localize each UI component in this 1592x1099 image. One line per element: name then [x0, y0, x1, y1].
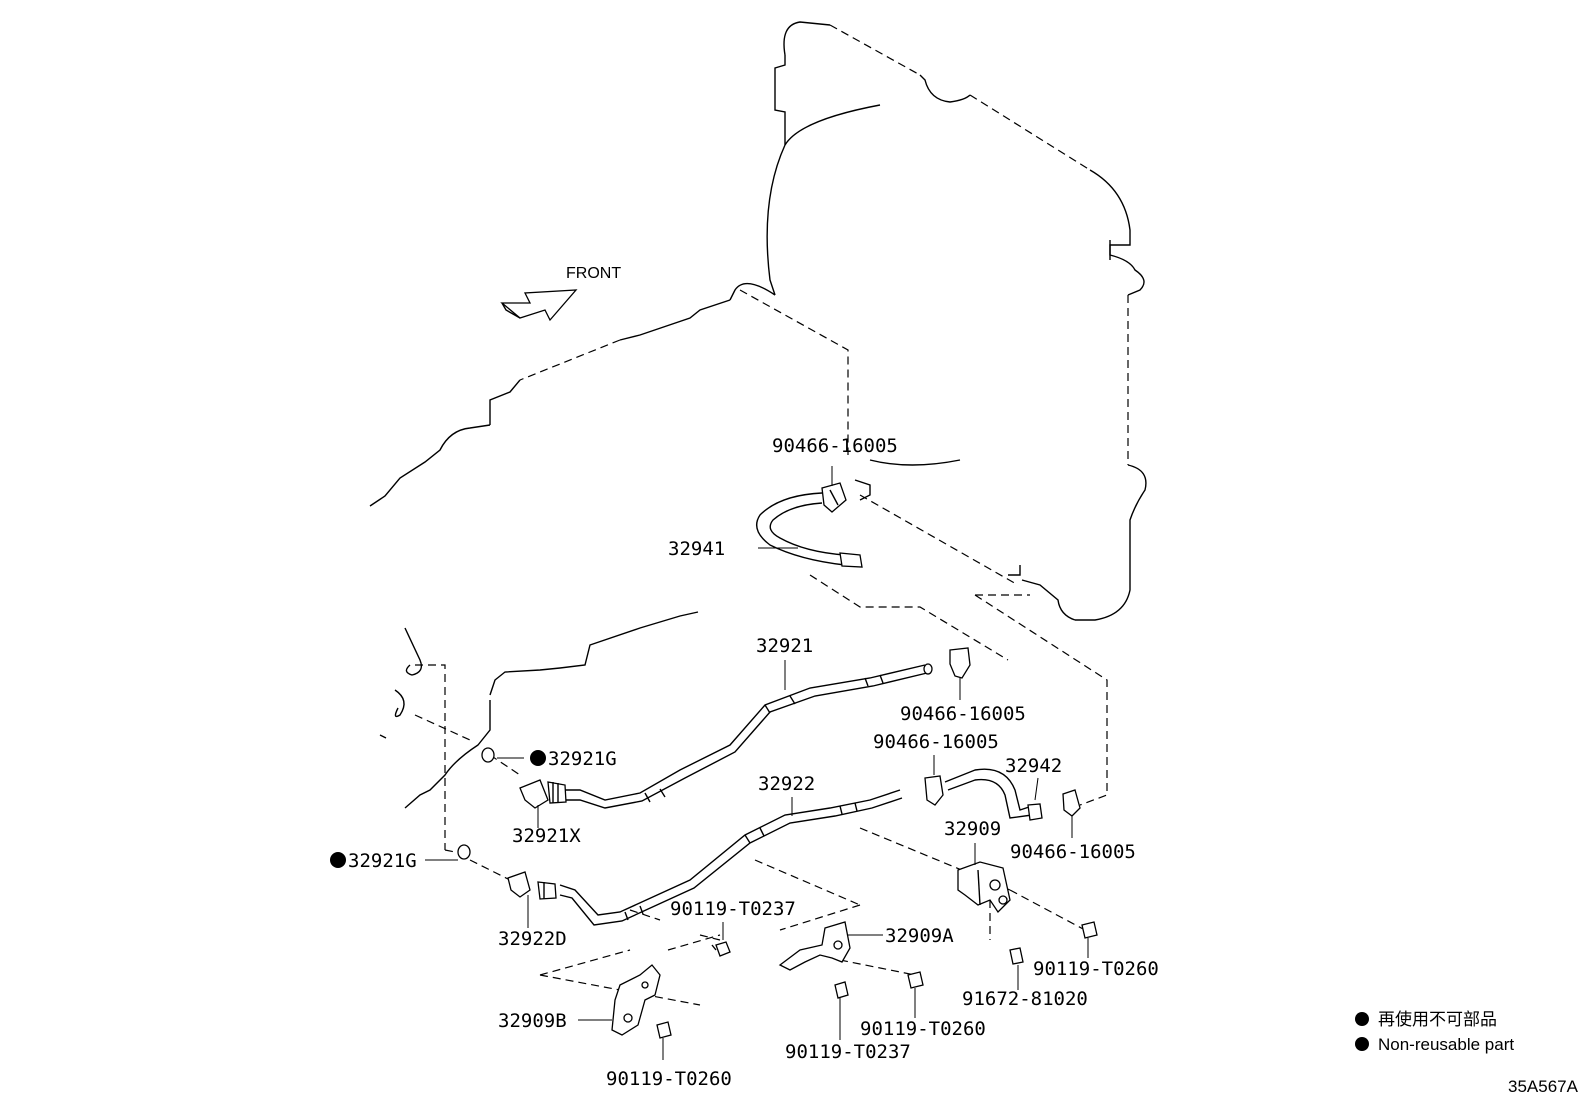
callout-pipe-32921: 32921 — [756, 635, 813, 657]
pipe-32922 — [559, 789, 903, 926]
callout-pipe-32922: 32922 — [758, 773, 815, 795]
gasket-lower — [457, 844, 471, 860]
legend: 再使用不可部品 Non-reusable part — [1355, 1009, 1514, 1054]
bolt-t0237-a-icon — [711, 941, 731, 957]
bolt-t0260-b-icon — [1081, 921, 1098, 939]
callout-bracket-32909: 32909 — [944, 818, 1001, 840]
callout-bracket-32909b: 32909B — [498, 1010, 567, 1032]
callout-leaders — [425, 466, 1089, 1060]
clip-mid — [949, 647, 971, 679]
bracket-32909 — [957, 861, 1011, 914]
callout-hose-32942: 32942 — [1005, 755, 1062, 777]
hose-32941 — [756, 492, 863, 568]
callout-hose-32941: 32941 — [668, 538, 725, 560]
callout-bolt-t0260-a: 90119-T0260 — [860, 1018, 986, 1040]
bracket-32909b — [611, 964, 661, 1036]
non-reusable-dot-upper — [530, 750, 546, 766]
bolt-81020-icon — [1009, 947, 1024, 965]
bolt-t0260-c-icon — [656, 1021, 672, 1039]
diagram-code: 35A567A — [1508, 1077, 1579, 1096]
legend-english: Non-reusable part — [1378, 1035, 1514, 1054]
legend-japanese: 再使用不可部品 — [1378, 1009, 1497, 1029]
clip-right — [1062, 789, 1081, 817]
callout-bracket-32909a: 32909A — [885, 925, 954, 947]
callout-union-32921x: 32921X — [512, 825, 581, 847]
callout-union-32922d: 32922D — [498, 928, 567, 950]
front-direction-arrow — [500, 289, 578, 322]
union-32922d — [507, 871, 557, 900]
hose-32942 — [944, 768, 1043, 821]
legend-dot-en — [1355, 1037, 1369, 1051]
callout-gasket-lower: 32921G — [348, 850, 417, 872]
callout-bolt-t0237-b: 90119-T0237 — [785, 1041, 911, 1063]
non-reusable-dot-lower — [330, 852, 346, 868]
pipe-32921 — [565, 663, 933, 809]
gasket-upper — [481, 747, 495, 763]
callout-bolt-81020: 91672-81020 — [962, 988, 1088, 1010]
bolt-t0260-a-icon — [907, 971, 924, 989]
bracket-32909a — [778, 921, 851, 971]
callout-clip-left: 90466-16005 — [873, 731, 999, 753]
bolt-t0237-b-icon — [834, 981, 849, 999]
callout-gasket-upper: 32921G — [548, 748, 617, 770]
engine-outline — [369, 282, 849, 809]
callout-bolt-t0260-b: 90119-T0260 — [1033, 958, 1159, 980]
clip-left — [924, 775, 944, 806]
union-32921x — [519, 779, 567, 809]
callout-bolt-t0237-a: 90119-T0237 — [670, 898, 796, 920]
legend-dot-jp — [1355, 1012, 1369, 1026]
callout-clip-mid: 90466-16005 — [900, 703, 1026, 725]
callout-clip-top: 90466-16005 — [772, 435, 898, 457]
callout-bolt-t0260-c: 90119-T0260 — [606, 1068, 732, 1090]
clip-top — [821, 482, 847, 513]
front-label: FRONT — [566, 265, 621, 282]
bolt-icons — [656, 921, 1098, 1039]
callout-clip-right: 90466-16005 — [1010, 841, 1136, 863]
radiator-outline — [766, 21, 1147, 621]
dashed-leaders — [414, 494, 1108, 1006]
